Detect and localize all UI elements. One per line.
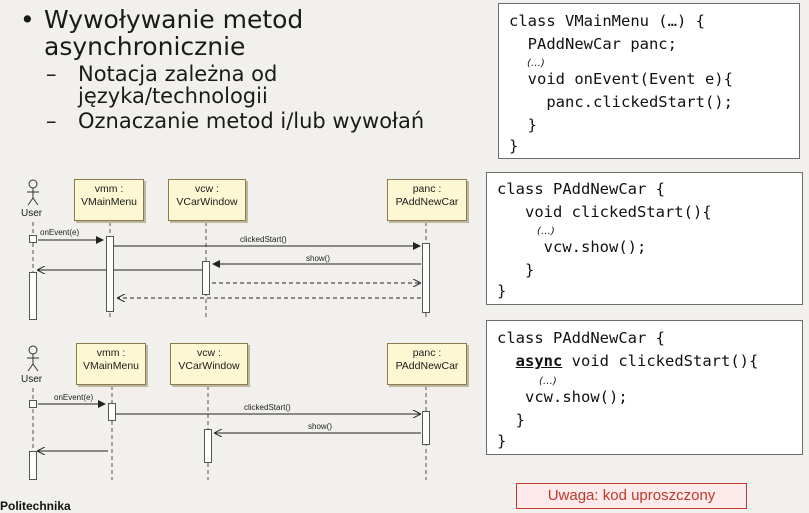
- code-line: PAddNewCar panc;: [509, 35, 677, 53]
- dash-icon: –: [46, 62, 57, 86]
- bullet-main-line: asynchronicznie: [44, 32, 246, 61]
- activation-bar: [422, 411, 430, 445]
- code-line: }: [497, 261, 535, 279]
- code-line: }: [497, 411, 525, 429]
- lifeline-class: VCarWindow: [178, 360, 240, 372]
- code-line: class VMainMenu (…) {: [509, 12, 705, 30]
- lifeline-vmainmenu: vmm : VMainMenu: [76, 343, 146, 385]
- lifeline-class: PAddNewCar: [395, 360, 459, 372]
- async-keyword: async: [515, 352, 563, 370]
- bullet-dot-icon: •: [20, 5, 35, 34]
- activation-bar: [29, 451, 37, 480]
- lifeline-class: VMainMenu: [82, 360, 140, 372]
- lifeline-role: panc :: [412, 347, 442, 359]
- code-ellipsis: (…): [539, 376, 557, 387]
- code-line: vcw.show();: [497, 238, 647, 256]
- code-box-async: class PAddNewCar { async void clickedSta…: [486, 320, 803, 455]
- bullet-main: • Wywoływanie metod asynchronicznie: [10, 6, 485, 60]
- lifeline-vcarwindow: vcw : VCarWindow: [168, 179, 246, 221]
- lifeline-class: VMainMenu: [80, 196, 138, 208]
- activation-bar: [204, 429, 212, 463]
- message-label: onEvent(e): [40, 228, 80, 237]
- message-label: onEvent(e): [54, 393, 94, 402]
- lifeline-role: vmm :: [94, 183, 124, 195]
- activation-bar: [29, 235, 37, 243]
- code-line: vcw.show();: [497, 388, 628, 406]
- lifeline-role: panc :: [412, 183, 442, 195]
- actor-icon: [27, 345, 39, 372]
- lifeline-role: vcw :: [197, 347, 221, 359]
- code-line: }: [497, 282, 507, 300]
- message-label: show(): [306, 254, 331, 263]
- code-line: class PAddNewCar {: [497, 329, 665, 347]
- code-line: class PAddNewCar {: [497, 180, 665, 198]
- activation-bar: [202, 261, 210, 295]
- actor-label: User: [21, 208, 43, 219]
- bullet-sub: – Notacja zależna od języka/technologii: [10, 63, 485, 107]
- code-line: void onEvent(Event e){: [509, 70, 733, 88]
- lifeline-vmainmenu: vmm : VMainMenu: [74, 179, 144, 221]
- code-box-paddnewcar: class PAddNewCar { void clickedStart(){ …: [486, 172, 803, 305]
- bullet-main-line: Wywoływanie metod: [44, 5, 304, 34]
- code-line: }: [509, 116, 537, 134]
- code-line-async: async void clickedStart(){: [515, 352, 759, 370]
- activation-bar: [29, 400, 37, 408]
- lifeline-vcarwindow: vcw : VCarWindow: [170, 343, 248, 385]
- note-simplified-code: Uwaga: kod uproszczony: [516, 483, 747, 509]
- actor-icon: [27, 179, 39, 206]
- lifeline-class: VCarWindow: [176, 196, 238, 208]
- lifeline-paddnewcar: panc : PAddNewCar: [387, 179, 467, 221]
- diagram1-lines: [27, 179, 427, 320]
- code-line: panc.clickedStart();: [509, 93, 733, 111]
- diagram2-lines: [27, 345, 427, 480]
- code-ellipsis: (…): [527, 58, 545, 69]
- footer-logo: Politechnika: [0, 499, 71, 513]
- activation-bar: [29, 272, 37, 320]
- code-box-vmainmenu: class VMainMenu (…) { PAddNewCar panc; (…: [498, 3, 800, 159]
- lifeline-paddnewcar: panc : PAddNewCar: [387, 343, 467, 385]
- lifeline-role: vmm :: [96, 347, 126, 359]
- activation-bar: [108, 403, 116, 421]
- dash-icon: –: [46, 109, 57, 133]
- message-label: clickedStart(): [244, 403, 291, 412]
- code-line: }: [497, 432, 507, 450]
- bullet-sub-line: Oznaczanie metod i/lub wywołań: [78, 109, 425, 133]
- activation-bar: [422, 243, 430, 313]
- code-line: }: [509, 137, 519, 155]
- lifeline-role: vcw :: [195, 183, 219, 195]
- code-ellipsis: (…): [537, 226, 555, 237]
- bullet-list: • Wywoływanie metod asynchronicznie – No…: [10, 6, 485, 132]
- activation-bar: [106, 236, 114, 312]
- bullet-sub-line: Notacja zależna od: [78, 62, 278, 86]
- lifeline-class: PAddNewCar: [395, 196, 459, 208]
- message-label: show(): [308, 422, 333, 431]
- bullet-sub: – Oznaczanie metod i/lub wywołań: [10, 110, 485, 132]
- actor-label: User: [21, 374, 43, 385]
- code-line: void clickedStart(){: [497, 203, 712, 221]
- message-label: clickedStart(): [240, 235, 287, 244]
- bullet-sub-line: języka/technologii: [78, 84, 268, 108]
